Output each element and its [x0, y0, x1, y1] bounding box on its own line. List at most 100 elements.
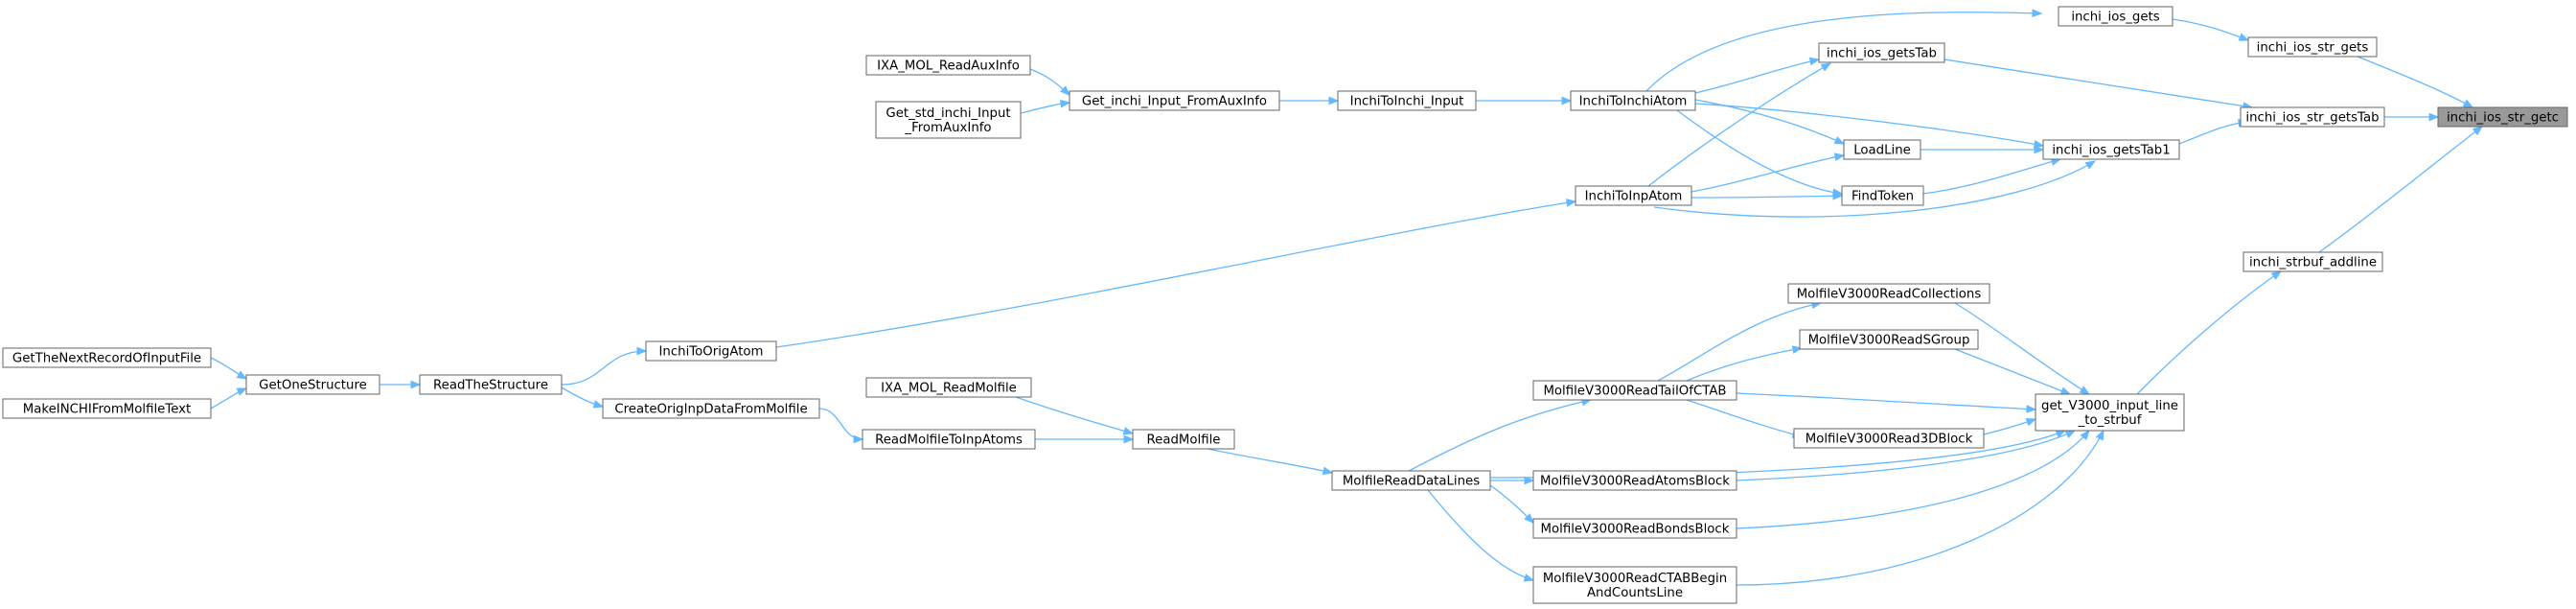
- node-gets[interactable]: inchi_ios_gets: [2058, 6, 2174, 27]
- edge-arrowhead: [2428, 112, 2440, 122]
- graph-edges: [210, 9, 2484, 586]
- node-inchi-to-inp[interactable]: InchiToInpAtom: [1575, 185, 1692, 206]
- edge-create_orig-to-read_to_inp: [818, 408, 864, 444]
- node-label: MakeINCHIFromMolfileText: [23, 403, 192, 417]
- edge-line: [1686, 399, 1803, 437]
- edge-v3_tail-to-v3_sgroup: [1686, 345, 1804, 382]
- edge-arrowhead: [1123, 434, 1135, 444]
- node-box: [2, 398, 212, 419]
- edge-line: [2357, 56, 2473, 108]
- node-root[interactable]: inchi_ios_str_getc: [2437, 106, 2568, 128]
- edge-line: [2318, 126, 2483, 253]
- node-v3-sgroup[interactable]: MolfileV3000ReadSGroup: [1799, 329, 1979, 350]
- node-box: [1532, 470, 1737, 491]
- node-loadline[interactable]: LoadLine: [1843, 139, 1921, 160]
- edge-arrowhead: [2095, 429, 2104, 441]
- node-v3-tail[interactable]: MolfileV3000ReadTailOfCTAB: [1532, 380, 1737, 401]
- node-label: MolfileV3000Read3DBlock: [1806, 433, 1973, 447]
- edge-make_inchi-to-get_one: [210, 387, 248, 410]
- node-label: ReadTheStructure: [433, 379, 548, 393]
- node-box: [2035, 393, 2185, 432]
- edge-arrowhead: [1565, 199, 1577, 207]
- edge-line: [2136, 270, 2282, 395]
- edge-line: [1015, 396, 1134, 434]
- node-label: ReadMolfile: [1147, 433, 1221, 448]
- edge-line: [1657, 302, 1822, 382]
- edge-inchi_to_inp-to-getsTab1: [1653, 160, 2097, 218]
- node-read-to-inp[interactable]: ReadMolfileToInpAtoms: [862, 429, 1036, 450]
- node-v3-line[interactable]: get_V3000_input_line_to_strbuf: [2035, 393, 2185, 432]
- node-v3-bonds[interactable]: MolfileV3000ReadBondsBlock: [1532, 518, 1737, 539]
- edge-arrowhead: [1322, 466, 1334, 476]
- node-read-structure[interactable]: ReadTheStructure: [419, 374, 563, 395]
- node-label: get_V3000_input_line: [2041, 399, 2178, 413]
- edge-arrowhead: [1524, 513, 1534, 524]
- node-findtoken[interactable]: FindToken: [1841, 185, 1924, 206]
- node-box: [2247, 36, 2378, 58]
- edge-line: [1686, 347, 1803, 382]
- edge-arrowhead: [2033, 140, 2045, 149]
- node-create-orig[interactable]: CreateOrigInpDataFromMolfile: [602, 398, 820, 419]
- node-inchi-to-orig[interactable]: InchiToOrigAtom: [645, 340, 777, 362]
- node-label: InchiToInchi_Input: [1350, 95, 1464, 109]
- node-read-data-lines[interactable]: MolfileReadDataLines: [1331, 470, 1491, 491]
- edge-line: [1944, 59, 2253, 108]
- node-box: [1570, 90, 1696, 111]
- edge-line: [1653, 160, 2096, 218]
- node-label: inchi_strbuf_addline: [2249, 256, 2377, 270]
- node-getsTab[interactable]: inchi_ios_getsTab: [1818, 42, 1945, 63]
- node-next-record[interactable]: GetTheNextRecordOfInputFile: [2, 347, 212, 368]
- node-ixa-molfile[interactable]: IXA_MOL_ReadMolfile: [865, 377, 1032, 398]
- node-box: [1069, 90, 1280, 111]
- node-getsTab1[interactable]: inchi_ios_getsTab1: [2042, 139, 2180, 160]
- edge-v3_atoms-to-v3_line: [1736, 430, 2077, 481]
- edge-arrowhead: [1328, 96, 1340, 105]
- node-str-gets[interactable]: inchi_ios_str_gets: [2247, 36, 2378, 58]
- node-get-inchi-aux[interactable]: Get_inchi_Input_FromAuxInfo: [1069, 90, 1280, 111]
- node-v3-3d[interactable]: MolfileV3000Read3DBlock: [1793, 428, 1985, 449]
- edge-inchi_to_atom-to-loadline: [1694, 99, 1846, 145]
- node-inchi-to-input[interactable]: InchiToInchi_Input: [1337, 90, 1477, 111]
- edge-v3_tail-to-v3_line: [1736, 392, 2037, 413]
- edge-read_data_lines-to-v3_atoms: [1489, 476, 1535, 485]
- node-str-getsTab[interactable]: inchi_ios_str_getsTab: [2240, 106, 2385, 128]
- node-read-molfile[interactable]: ReadMolfile: [1132, 429, 1235, 450]
- edge-line: [2172, 18, 2249, 41]
- edge-inchi_to_atom-to-gets: [1645, 9, 2043, 92]
- node-box: [875, 101, 1022, 139]
- node-make-inchi[interactable]: MakeINCHIFromMolfileText: [2, 398, 212, 419]
- node-box: [1532, 566, 1737, 604]
- node-ixa-aux[interactable]: IXA_MOL_ReadAuxInfo: [865, 55, 1031, 76]
- node-label: MolfileV3000ReadBondsBlock: [1541, 523, 1730, 537]
- node-box: [1793, 428, 1985, 449]
- node-box: [862, 429, 1036, 450]
- node-box: [2042, 139, 2180, 160]
- edge-inchi_to_inp-to-getsTab: [1647, 62, 1832, 187]
- edge-line: [1736, 392, 2036, 410]
- node-label: inchi_ios_gets: [2071, 11, 2159, 25]
- edge-arrowhead: [410, 380, 422, 389]
- node-box: [2242, 251, 2383, 272]
- edge-arrowhead: [1060, 85, 1070, 96]
- node-label: MolfileV3000ReadCTABBegin: [1543, 572, 1727, 586]
- edge-line: [1647, 62, 1831, 187]
- edge-str_getsTab-to-root: [2384, 112, 2440, 122]
- node-box: [2240, 106, 2385, 128]
- edge-line: [1694, 99, 1845, 145]
- edge-read_to_inp-to-read_molfile: [1034, 434, 1135, 444]
- node-get-std-aux[interactable]: Get_std_inchi_Input_FromAuxInfo: [875, 101, 1022, 139]
- edge-read_structure-to-inchi_to_orig: [561, 346, 648, 386]
- edge-get_inchi_aux-to-inchi_to_input: [1279, 96, 1340, 105]
- node-get-one[interactable]: GetOneStructure: [245, 374, 380, 395]
- node-strbuf-addline[interactable]: inchi_strbuf_addline: [2242, 251, 2383, 272]
- edge-arrowhead: [2238, 33, 2250, 41]
- edge-line: [1427, 489, 1534, 581]
- edge-get_std_aux-to-get_inchi_aux: [1020, 99, 1071, 114]
- node-inchi-to-atom[interactable]: InchiToInchiAtom: [1570, 90, 1696, 111]
- node-box: [1532, 518, 1737, 539]
- node-v3-collections[interactable]: MolfileV3000ReadCollections: [1787, 283, 1990, 304]
- node-v3-atoms[interactable]: MolfileV3000ReadAtomsBlock: [1532, 470, 1737, 491]
- edge-v3_ctab-to-v3_line: [1736, 429, 2104, 586]
- edge-read_structure-to-create_orig: [561, 386, 605, 409]
